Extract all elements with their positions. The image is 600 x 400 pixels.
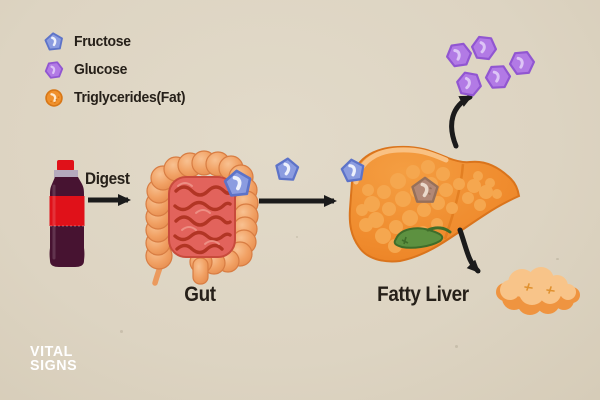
glucose-icon (469, 34, 499, 62)
liver-fat-bumps (356, 160, 502, 253)
liver-illustration (348, 145, 521, 263)
gallbladder (393, 226, 452, 249)
legend-label-triglycerides: Triglycerides(Fat) (74, 89, 186, 106)
legend-item-glucose: Glucose (44, 60, 194, 79)
small-intestine (168, 176, 236, 258)
fat-blob-sparkles (524, 283, 555, 294)
legend-item-fructose: Fructose (44, 31, 194, 51)
liver-to-fat-arrow (457, 227, 481, 274)
bottle-neck-band (54, 170, 78, 178)
gut-illustration (145, 150, 259, 286)
metabolized-fructose-icon (411, 176, 439, 203)
glucose-icon (483, 64, 513, 90)
fructose-icon (44, 31, 63, 51)
glucose-icon (44, 60, 64, 79)
legend: Fructose Glucose Triglycerides(Fat) (44, 31, 194, 107)
logo-line-1: VITAL (30, 343, 73, 360)
legend-label-fructose: Fructose (74, 33, 131, 50)
rectum (192, 257, 209, 285)
legend-item-triglycerides: Triglycerides(Fat) (44, 88, 194, 107)
triglycerides-icon (45, 88, 63, 107)
paper-speckle (556, 258, 559, 260)
liver-to-glucose-arrow (449, 94, 473, 149)
fructose-icon (273, 156, 301, 182)
soda-bottle-illustration (49, 160, 85, 267)
glucose-icon (453, 70, 485, 98)
paper-speckle (296, 236, 298, 238)
fatty-liver-label: Fatty Liver (377, 283, 469, 306)
paper-speckle (455, 345, 458, 348)
liver-lobe-crease (443, 163, 465, 240)
bottle-label (49, 196, 85, 226)
bottle-cap (57, 160, 74, 171)
paper-speckle (120, 330, 123, 333)
vital-signs-logo: VITAL SIGNS (30, 343, 78, 374)
digest-label: Digest (85, 169, 130, 188)
gut-label: Gut (184, 283, 216, 306)
fat-blob-top-layer (500, 267, 576, 305)
glucose-icon (507, 50, 537, 76)
glucose-icon (444, 41, 474, 69)
legend-label-glucose: Glucose (74, 61, 128, 78)
fat-deposit-illustration (496, 267, 580, 315)
logo-line-2: SIGNS (30, 357, 78, 374)
